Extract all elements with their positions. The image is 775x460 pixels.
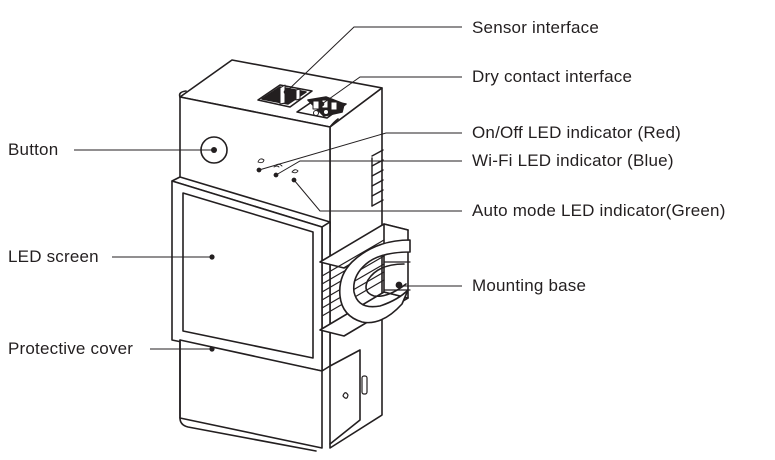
label-auto-mode-led: Auto mode LED indicator(Green)	[472, 201, 726, 220]
screen-panel	[171, 176, 331, 372]
label-sensor-interface: Sensor interface	[472, 18, 599, 37]
dry-contact-terminal	[296, 96, 347, 119]
leader-lines	[74, 26, 462, 352]
protective-cover	[179, 339, 368, 452]
label-button: Button	[8, 140, 59, 159]
side-vents	[371, 149, 384, 207]
label-dry-contact-interface: Dry contact interface	[472, 67, 633, 86]
label-led-screen: LED screen	[8, 247, 99, 266]
label-protective-cover: Protective cover	[8, 339, 134, 358]
label-on-off-led: On/Off LED indicator (Red)	[472, 123, 681, 142]
label-mounting-base: Mounting base	[472, 276, 587, 295]
mounting-base	[319, 223, 411, 337]
sensor-interface-port	[257, 84, 313, 108]
label-wifi-led: Wi-Fi LED indicator (Blue)	[472, 151, 674, 170]
